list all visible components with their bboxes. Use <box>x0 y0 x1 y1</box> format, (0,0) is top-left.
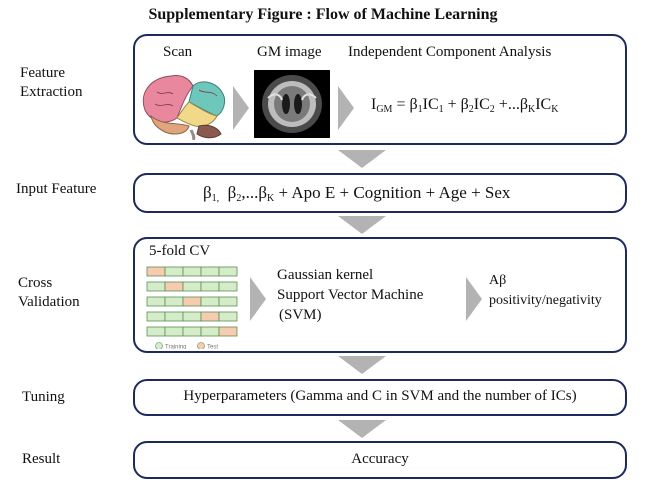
chevron-right-icon <box>338 86 354 130</box>
cv-training-cell <box>146 281 166 292</box>
gm-image <box>254 70 330 138</box>
svm-line: Support Vector Machine <box>277 287 424 303</box>
brain-illustration <box>142 75 226 140</box>
stage-result: Result <box>22 451 61 467</box>
stage-tuning: Tuning <box>22 389 65 405</box>
classification-output: Aβ positivity/negativity <box>489 271 602 311</box>
cv-test-cell <box>146 266 166 277</box>
cv-training-cell <box>164 296 184 307</box>
stage-input-feature: Input Feature <box>16 181 97 197</box>
ica-formula: IGM = β1IC1 + β2IC2 +...βKICK <box>371 96 559 115</box>
stage-feature-extraction: Feature Extraction <box>20 64 82 102</box>
cross-validation-box: 5-fold CV Training Test Gaussian kernel S… <box>133 237 627 353</box>
cv-grid: Training Test <box>146 266 238 350</box>
cv-training-cell <box>182 311 202 322</box>
down-arrow-icon <box>338 356 386 374</box>
cv-training-cell <box>164 326 184 337</box>
down-arrow-icon <box>338 216 386 234</box>
output-line: positivity/negativity <box>489 293 602 308</box>
stage-label-line: Validation <box>18 294 80 310</box>
feature-extraction-box: Scan GM image Independent Component Anal… <box>133 34 627 145</box>
input-feature-rest: + Apo E + Cognition + Age + Sex <box>278 183 511 202</box>
input-feature-formula: β1, β2,...βK + Apo E + Cognition + Age +… <box>203 183 511 204</box>
cv-training-cell <box>164 311 184 322</box>
cv-training-cell <box>182 266 202 277</box>
down-arrow-icon <box>338 420 386 438</box>
cv-training-cell <box>146 311 166 322</box>
ica-label: Independent Component Analysis <box>348 44 552 60</box>
cv-training-cell <box>182 281 202 292</box>
hyperparameters-text: Hyperparameters (Gamma and C in SVM and … <box>183 388 577 404</box>
stage-label-line: Extraction <box>20 84 83 100</box>
cv-test-cell <box>200 311 220 322</box>
tuning-box: Hyperparameters (Gamma and C in SVM and … <box>133 379 627 416</box>
svm-line: Gaussian kernel <box>277 267 374 283</box>
chevron-right-icon <box>233 86 249 130</box>
cv-training-cell <box>182 326 202 337</box>
cv-training-cell <box>218 296 238 307</box>
cv-training-cell <box>200 296 220 307</box>
chevron-right-icon <box>250 277 266 321</box>
cv-training-cell <box>200 266 220 277</box>
cv-training-cell <box>200 281 220 292</box>
input-feature-box: β1, β2,...βK + Apo E + Cognition + Age +… <box>133 173 627 213</box>
accuracy-text: Accuracy <box>351 451 409 467</box>
stage-cross-validation: Cross Validation <box>18 274 80 312</box>
scan-label: Scan <box>163 44 193 60</box>
legend-test-label: Test <box>207 345 218 350</box>
svm-line: (SVM) <box>279 307 322 323</box>
chevron-right-icon <box>466 277 482 321</box>
cv-label: 5-fold CV <box>149 243 211 259</box>
cv-training-cell <box>146 296 166 307</box>
cv-test-cell <box>164 281 184 292</box>
figure-title: Supplementary Figure : Flow of Machine L… <box>148 6 498 23</box>
cv-training-cell <box>164 266 184 277</box>
cv-test-cell <box>218 326 238 337</box>
cv-training-cell <box>200 326 220 337</box>
cv-test-cell <box>182 296 202 307</box>
legend-test-swatch <box>197 342 205 349</box>
cv-training-cell <box>146 326 166 337</box>
cv-training-cell <box>218 266 238 277</box>
gm-image-label: GM image <box>257 44 322 60</box>
cv-training-cell <box>218 281 238 292</box>
legend-training-swatch <box>155 342 163 349</box>
cv-training-cell <box>218 311 238 322</box>
stage-label-line: Cross <box>18 275 53 291</box>
stage-label-line: Feature <box>20 65 65 81</box>
result-box: Accuracy <box>133 441 627 479</box>
output-line: Aβ <box>489 273 507 288</box>
legend-training-label: Training <box>165 345 186 350</box>
down-arrow-icon <box>338 150 386 168</box>
svm-method: Gaussian kernel Support Vector Machine (… <box>277 265 423 325</box>
